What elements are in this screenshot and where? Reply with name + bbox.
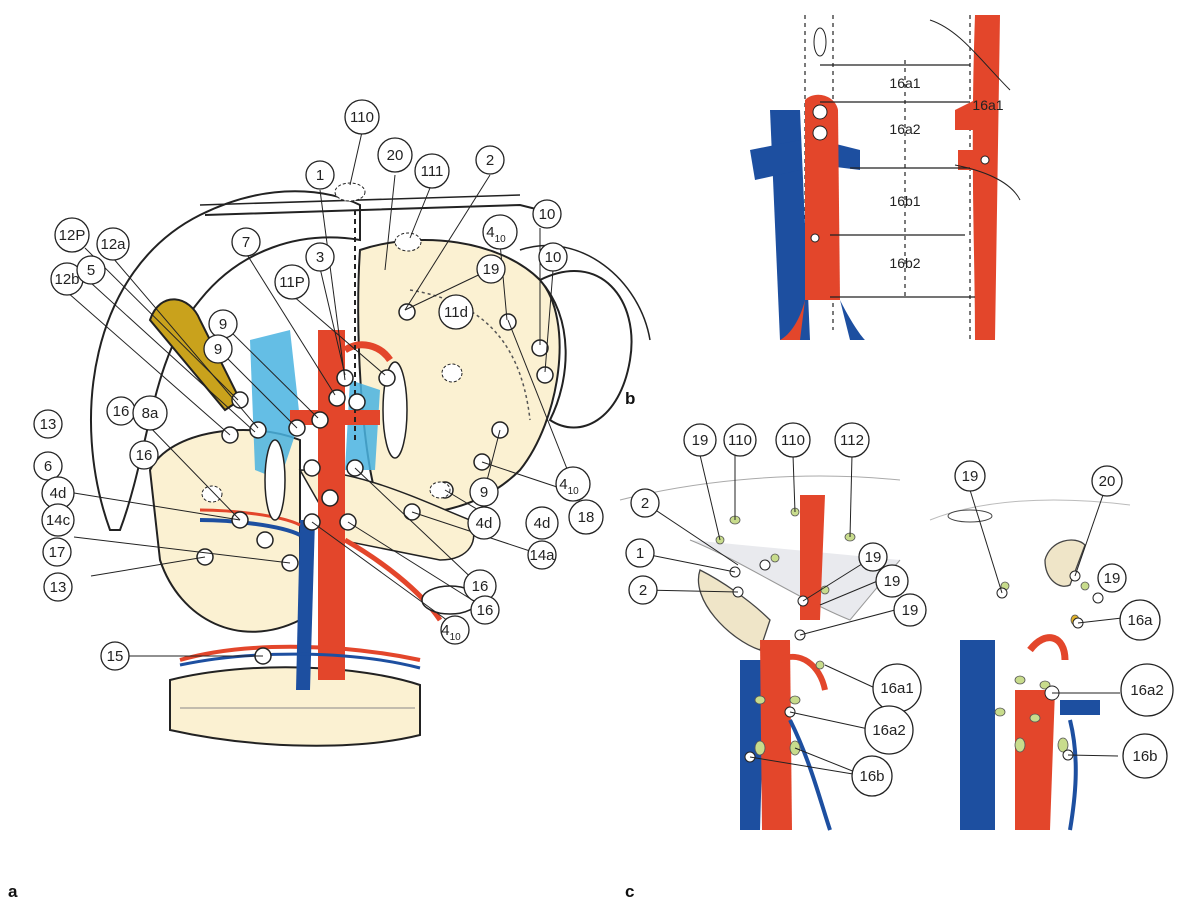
label-10: 10 (545, 249, 562, 266)
label-19: 19 (962, 468, 979, 485)
label-11p: 11P (279, 274, 305, 291)
label-5: 5 (87, 262, 95, 279)
label-16a1: 16a1 (889, 75, 920, 91)
label-16b: 16b (859, 768, 884, 785)
label-19: 19 (1104, 570, 1121, 587)
label-16a: 16a (1127, 612, 1153, 629)
label-9: 9 (219, 316, 227, 333)
panel-c-right-illustration (930, 500, 1130, 830)
label-13: 13 (50, 579, 67, 596)
label-110: 110 (350, 109, 374, 126)
label-20: 20 (1099, 473, 1116, 490)
label-19: 19 (865, 549, 882, 566)
label-9: 9 (214, 341, 222, 358)
label-8a: 8a (142, 405, 159, 422)
label-20: 20 (387, 147, 404, 164)
label-16a2: 16a2 (872, 722, 905, 739)
label-16b2: 16b2 (889, 255, 920, 271)
label-110: 110 (728, 432, 752, 449)
label-16: 16 (136, 447, 153, 464)
label-18: 18 (578, 509, 595, 526)
label-6: 6 (44, 458, 52, 475)
label-16a2: 16a2 (889, 121, 920, 137)
label-12b: 12b (54, 271, 79, 288)
label-4d: 4d (476, 515, 493, 532)
label-19: 19 (692, 432, 709, 449)
label-2: 2 (641, 495, 649, 512)
label-16: 16 (477, 602, 494, 619)
label-112: 112 (840, 432, 864, 449)
label-2: 2 (486, 152, 494, 169)
label-15: 15 (107, 648, 124, 665)
label-14c: 14c (46, 512, 71, 529)
label-16: 16 (472, 578, 489, 595)
label-19: 19 (483, 261, 500, 278)
label-14a: 14a (529, 547, 555, 564)
label-16a2: 16a2 (1130, 682, 1163, 699)
panel-a-illustration (91, 183, 650, 746)
label-110: 110 (781, 432, 805, 449)
label-11d: 11d (444, 304, 468, 321)
label-16: 16 (113, 403, 130, 420)
label-111: 111 (421, 163, 444, 180)
label-16a1: 16a1 (880, 680, 913, 697)
label-2: 2 (639, 582, 647, 599)
panel-c-letter: c (625, 882, 634, 901)
label-17: 17 (49, 544, 66, 561)
label-10: 10 (539, 206, 556, 223)
label-4d: 4d (50, 485, 67, 502)
label-9: 9 (480, 484, 488, 501)
label-16b: 16b (1132, 748, 1157, 765)
label-12p: 12P (59, 227, 86, 244)
label-4d: 4d (534, 515, 551, 532)
label-19: 19 (902, 602, 919, 619)
label-19: 19 (884, 573, 901, 590)
label-1: 1 (316, 167, 324, 184)
label-12a: 12a (100, 236, 126, 253)
label-16b1: 16b1 (889, 193, 920, 209)
label-1: 1 (636, 545, 644, 562)
label-13: 13 (40, 416, 57, 433)
label-3: 3 (316, 249, 324, 266)
panel-b-illustration (750, 15, 1020, 340)
panel-b-letter: b (625, 389, 635, 408)
label-7: 7 (242, 234, 250, 251)
label-16a1: 16a1 (972, 97, 1003, 113)
panel-a-letter: a (8, 882, 18, 901)
